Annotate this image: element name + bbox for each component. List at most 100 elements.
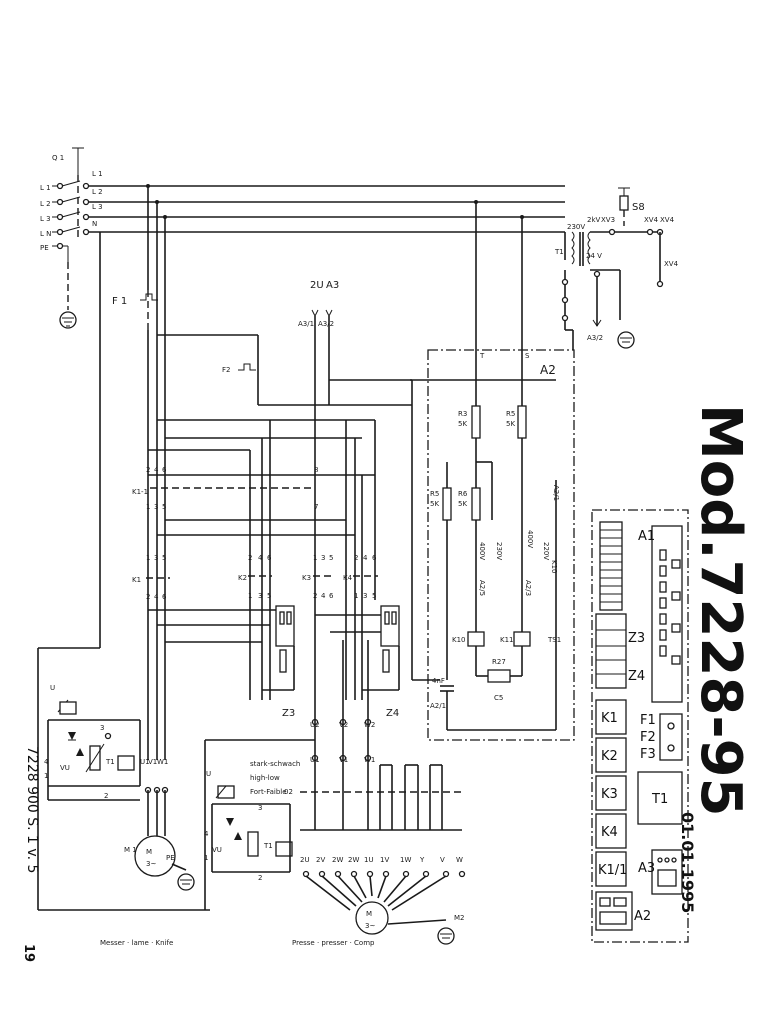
svg-text:3~: 3~ xyxy=(146,860,156,868)
layout-z4: Z4 xyxy=(628,669,645,684)
svg-text:R5: R5 xyxy=(430,490,439,498)
svg-text:T: T xyxy=(479,352,485,360)
svg-text:2: 2 xyxy=(104,792,108,800)
k2-label: K2 xyxy=(238,574,247,582)
svg-text:C5: C5 xyxy=(494,694,503,702)
svg-text:3: 3 xyxy=(363,592,367,600)
svg-text:4: 4 xyxy=(363,554,368,562)
pe-ground-left xyxy=(59,245,77,329)
layout-panel: A1 Z3 Z4 K1 K2 xyxy=(591,509,689,943)
svg-text:XV4: XV4 xyxy=(660,216,675,224)
terminals-bottom: 2U 2V 2W 2W 1U 1V 1W Y V W xyxy=(300,856,466,911)
a2-title: A2 xyxy=(540,363,556,377)
svg-text:02: 02 xyxy=(284,788,293,796)
svg-text:3: 3 xyxy=(258,804,262,812)
svg-text:1: 1 xyxy=(44,772,48,780)
switch-contacts xyxy=(52,180,90,250)
fuse-f1: F 1 xyxy=(112,290,166,460)
model-title: Mod.7228-95 xyxy=(688,404,753,817)
svg-text:230V: 230V xyxy=(495,542,503,560)
svg-text:R3: R3 xyxy=(458,410,467,418)
m1-label: M 1 xyxy=(124,846,137,854)
layout-a1: A1 xyxy=(638,529,655,544)
svg-text:2U: 2U xyxy=(300,856,310,864)
svg-text:A3/2: A3/2 xyxy=(587,334,603,342)
phase-in-l2: L 2 xyxy=(40,200,51,208)
svg-text:R5: R5 xyxy=(506,410,515,418)
svg-text:stark-schwach: stark-schwach xyxy=(250,760,300,768)
svg-text:5: 5 xyxy=(372,592,376,600)
svg-text:V: V xyxy=(440,856,445,864)
svg-text:230V: 230V xyxy=(567,223,585,231)
svg-text:6: 6 xyxy=(372,554,377,562)
contactor-wiring xyxy=(148,419,395,700)
transformer-t1: 230V T1 24 V A3/2 xyxy=(554,223,660,350)
svg-text:5K: 5K xyxy=(458,420,467,428)
svg-text:2: 2 xyxy=(354,554,358,562)
fuse-f1-label: F 1 xyxy=(112,296,127,307)
svg-text:U: U xyxy=(50,684,55,692)
k1-1-label: K1-1 xyxy=(132,488,148,496)
control-circuit-right: U VU 3 2 4 1 T1 stark-schwach high-low F… xyxy=(204,739,462,910)
svg-text:W: W xyxy=(456,856,463,864)
board-a2: A2 T S R3 5K R5 5K R5 5K R6 5K 400V 230V… xyxy=(410,349,575,741)
phase-out-l1: L 1 xyxy=(92,170,103,178)
svg-text:5K: 5K xyxy=(458,500,467,508)
contactor-k3: K3 1 3 5 2 4 6 8 7 xyxy=(302,466,334,600)
motor-m-label: M xyxy=(366,910,372,918)
svg-text:7: 7 xyxy=(314,503,318,511)
z3-label: Z3 xyxy=(282,708,295,719)
layout-k3: K3 xyxy=(601,787,618,802)
a3-pin-2u: 2U xyxy=(310,280,324,291)
svg-text:3: 3 xyxy=(258,592,262,600)
svg-text:3: 3 xyxy=(100,724,104,732)
k1-label: K1 xyxy=(132,576,141,584)
contactor-k2: K2 2 4 6 1 3 5 xyxy=(238,554,272,600)
svg-text:2: 2 xyxy=(313,592,317,600)
svg-text:V1: V1 xyxy=(148,758,157,766)
svg-text:R6: R6 xyxy=(458,490,468,498)
svg-text:R27: R27 xyxy=(492,658,506,666)
svg-text:24 V: 24 V xyxy=(586,252,602,260)
vertical-drops xyxy=(99,186,523,640)
sheet-ref: 7228 900 S. 1 v. 5 xyxy=(24,746,40,873)
svg-text:2W: 2W xyxy=(332,856,343,864)
layout-k4: K4 xyxy=(601,825,618,840)
svg-text:1: 1 xyxy=(313,554,317,562)
svg-text:2kV: 2kV xyxy=(587,216,601,224)
layout-k1-1: K1/1 xyxy=(598,863,627,878)
svg-text:A2/3: A2/3 xyxy=(524,580,532,596)
svg-text:1W: 1W xyxy=(400,856,411,864)
layout-a2: A2 xyxy=(634,909,651,924)
svg-text:XV4: XV4 xyxy=(664,260,679,268)
svg-text:A2/1: A2/1 xyxy=(430,702,446,710)
a3-pin-a32: A3/2 xyxy=(318,320,334,328)
svg-text:K10: K10 xyxy=(452,636,466,644)
contactor-k1-1: K1-1 2 4 6 1 3 5 xyxy=(132,466,315,511)
caption-messer: Messer · lame · Knife xyxy=(100,939,173,947)
a3-pin-a31: A3/1 xyxy=(298,320,314,328)
svg-text:A2/5: A2/5 xyxy=(478,580,486,596)
model-date: 01.01.1995 xyxy=(678,812,697,913)
svg-text:S: S xyxy=(525,352,530,360)
svg-text:5: 5 xyxy=(267,592,271,600)
phase-in-ln: L N xyxy=(40,230,51,238)
svg-text:2W: 2W xyxy=(348,856,359,864)
svg-text:1U: 1U xyxy=(364,856,374,864)
svg-text:1: 1 xyxy=(248,592,252,600)
svg-text:XV4: XV4 xyxy=(644,216,659,224)
layout-z3: Z3 xyxy=(628,631,645,646)
svg-text:M: M xyxy=(146,848,152,856)
terminals-mid: U2 V2 W2 U1 V1 W1 xyxy=(300,640,462,831)
svg-text:VU: VU xyxy=(212,846,222,854)
svg-text:220V: 220V xyxy=(542,542,550,560)
s8-label: S8 xyxy=(632,202,645,213)
fuse-f2: F2 xyxy=(157,334,412,406)
fuse-f2-label: F2 xyxy=(222,366,230,374)
svg-text:K11: K11 xyxy=(500,636,514,644)
suppressor-z3: Z3 xyxy=(262,605,295,719)
svg-text:K10: K10 xyxy=(550,560,558,574)
svg-text:8: 8 xyxy=(314,466,318,474)
svg-text:6: 6 xyxy=(329,592,334,600)
svg-text:4nF: 4nF xyxy=(432,677,445,685)
